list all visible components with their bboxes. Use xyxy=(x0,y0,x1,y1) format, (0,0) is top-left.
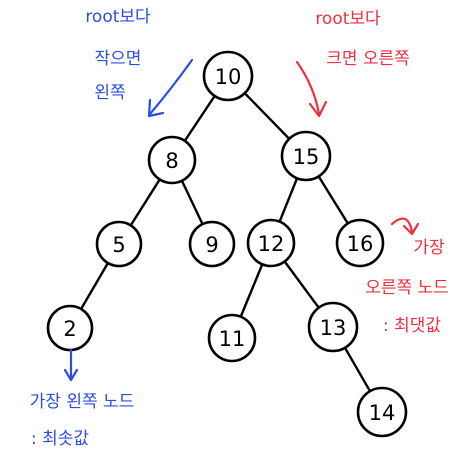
node-circle xyxy=(188,220,236,268)
node-label: 9 xyxy=(205,233,218,257)
node-circle xyxy=(246,218,296,268)
tree-edges xyxy=(79,91,372,393)
left-rule-line-2: 작으면 xyxy=(95,49,142,69)
node-label: 2 xyxy=(63,317,76,341)
node-circle xyxy=(356,386,408,438)
max-node-annotation: 가장 오른쪽 노드 : 최댓값 xyxy=(365,238,449,336)
node-label: 11 xyxy=(219,327,246,351)
right-rule-arrow-head xyxy=(308,100,328,118)
max-note-line-2: 오른쪽 노드 xyxy=(365,278,449,298)
edge-12-11 xyxy=(239,263,264,318)
max-note-arrow-shaft xyxy=(390,217,414,234)
node-circle xyxy=(202,50,254,102)
tree-node-5: 5 xyxy=(95,220,143,268)
left-rule-arrow-shaft xyxy=(148,58,194,116)
node-label: 8 xyxy=(165,149,178,173)
tree-node-16: 16 xyxy=(335,218,385,268)
right-rule-line-1: root보다 xyxy=(315,9,381,29)
max-note-line-3: : 최댓값 xyxy=(383,316,441,336)
left-rule-arrow xyxy=(147,58,194,118)
node-circle xyxy=(147,135,197,185)
node-circle xyxy=(335,218,385,268)
node-label: 10 xyxy=(215,65,242,89)
edge-10-8 xyxy=(183,94,216,143)
node-label: 13 xyxy=(320,316,347,340)
tree-node-9: 9 xyxy=(188,220,236,268)
right-rule-line-2: 크면 오른쪽 xyxy=(326,49,410,69)
edge-10-15 xyxy=(243,91,291,141)
edge-15-12 xyxy=(278,177,299,223)
edge-13-14 xyxy=(343,346,372,393)
node-label: 14 xyxy=(369,401,396,425)
tree-node-8: 8 xyxy=(147,135,197,185)
node-label: 5 xyxy=(112,233,125,257)
min-note-line-2: : 최솟값 xyxy=(31,429,89,449)
edge-12-13 xyxy=(283,260,320,309)
node-circle xyxy=(280,130,332,182)
node-label: 12 xyxy=(258,232,285,256)
tree-node-12: 12 xyxy=(246,218,296,268)
node-label: 15 xyxy=(293,145,320,169)
min-note-arrow-head xyxy=(63,368,79,382)
left-rule-line-3: 왼쪽 xyxy=(94,83,125,103)
tree-node-11: 11 xyxy=(207,313,257,363)
node-circle xyxy=(307,301,359,353)
tree-node-15: 15 xyxy=(280,130,332,182)
left-rule-arrow-head xyxy=(147,98,165,118)
left-rule-line-1: root보다 xyxy=(85,7,151,27)
edge-8-9 xyxy=(180,179,204,226)
edge-15-16 xyxy=(317,175,350,225)
tree-node-14: 14 xyxy=(356,386,408,438)
right-rule-arrow-shaft xyxy=(295,60,321,116)
max-note-arrow xyxy=(390,217,420,236)
left-rule-annotation: root보다 작으면 왼쪽 xyxy=(85,7,151,103)
node-label: 16 xyxy=(347,232,374,256)
node-circle xyxy=(95,220,143,268)
max-note-line-1: 가장 xyxy=(413,238,445,258)
node-circle xyxy=(207,313,257,363)
edge-5-2 xyxy=(79,261,110,311)
tree-nodes: 10 8 15 5 9 12 16 2 11 13 14 xyxy=(46,50,408,438)
min-node-annotation: 가장 왼쪽 노드 : 최솟값 xyxy=(30,392,135,449)
edge-8-5 xyxy=(129,178,161,227)
right-rule-annotation: root보다 크면 오른쪽 xyxy=(315,9,409,69)
min-note-arrow xyxy=(63,348,79,382)
right-rule-arrow xyxy=(295,60,328,118)
max-note-arrow-head xyxy=(402,222,420,236)
tree-node-10: 10 xyxy=(202,50,254,102)
tree-node-13: 13 xyxy=(307,301,359,353)
tree-node-2: 2 xyxy=(46,304,94,352)
min-note-line-1: 가장 왼쪽 노드 xyxy=(30,392,135,412)
